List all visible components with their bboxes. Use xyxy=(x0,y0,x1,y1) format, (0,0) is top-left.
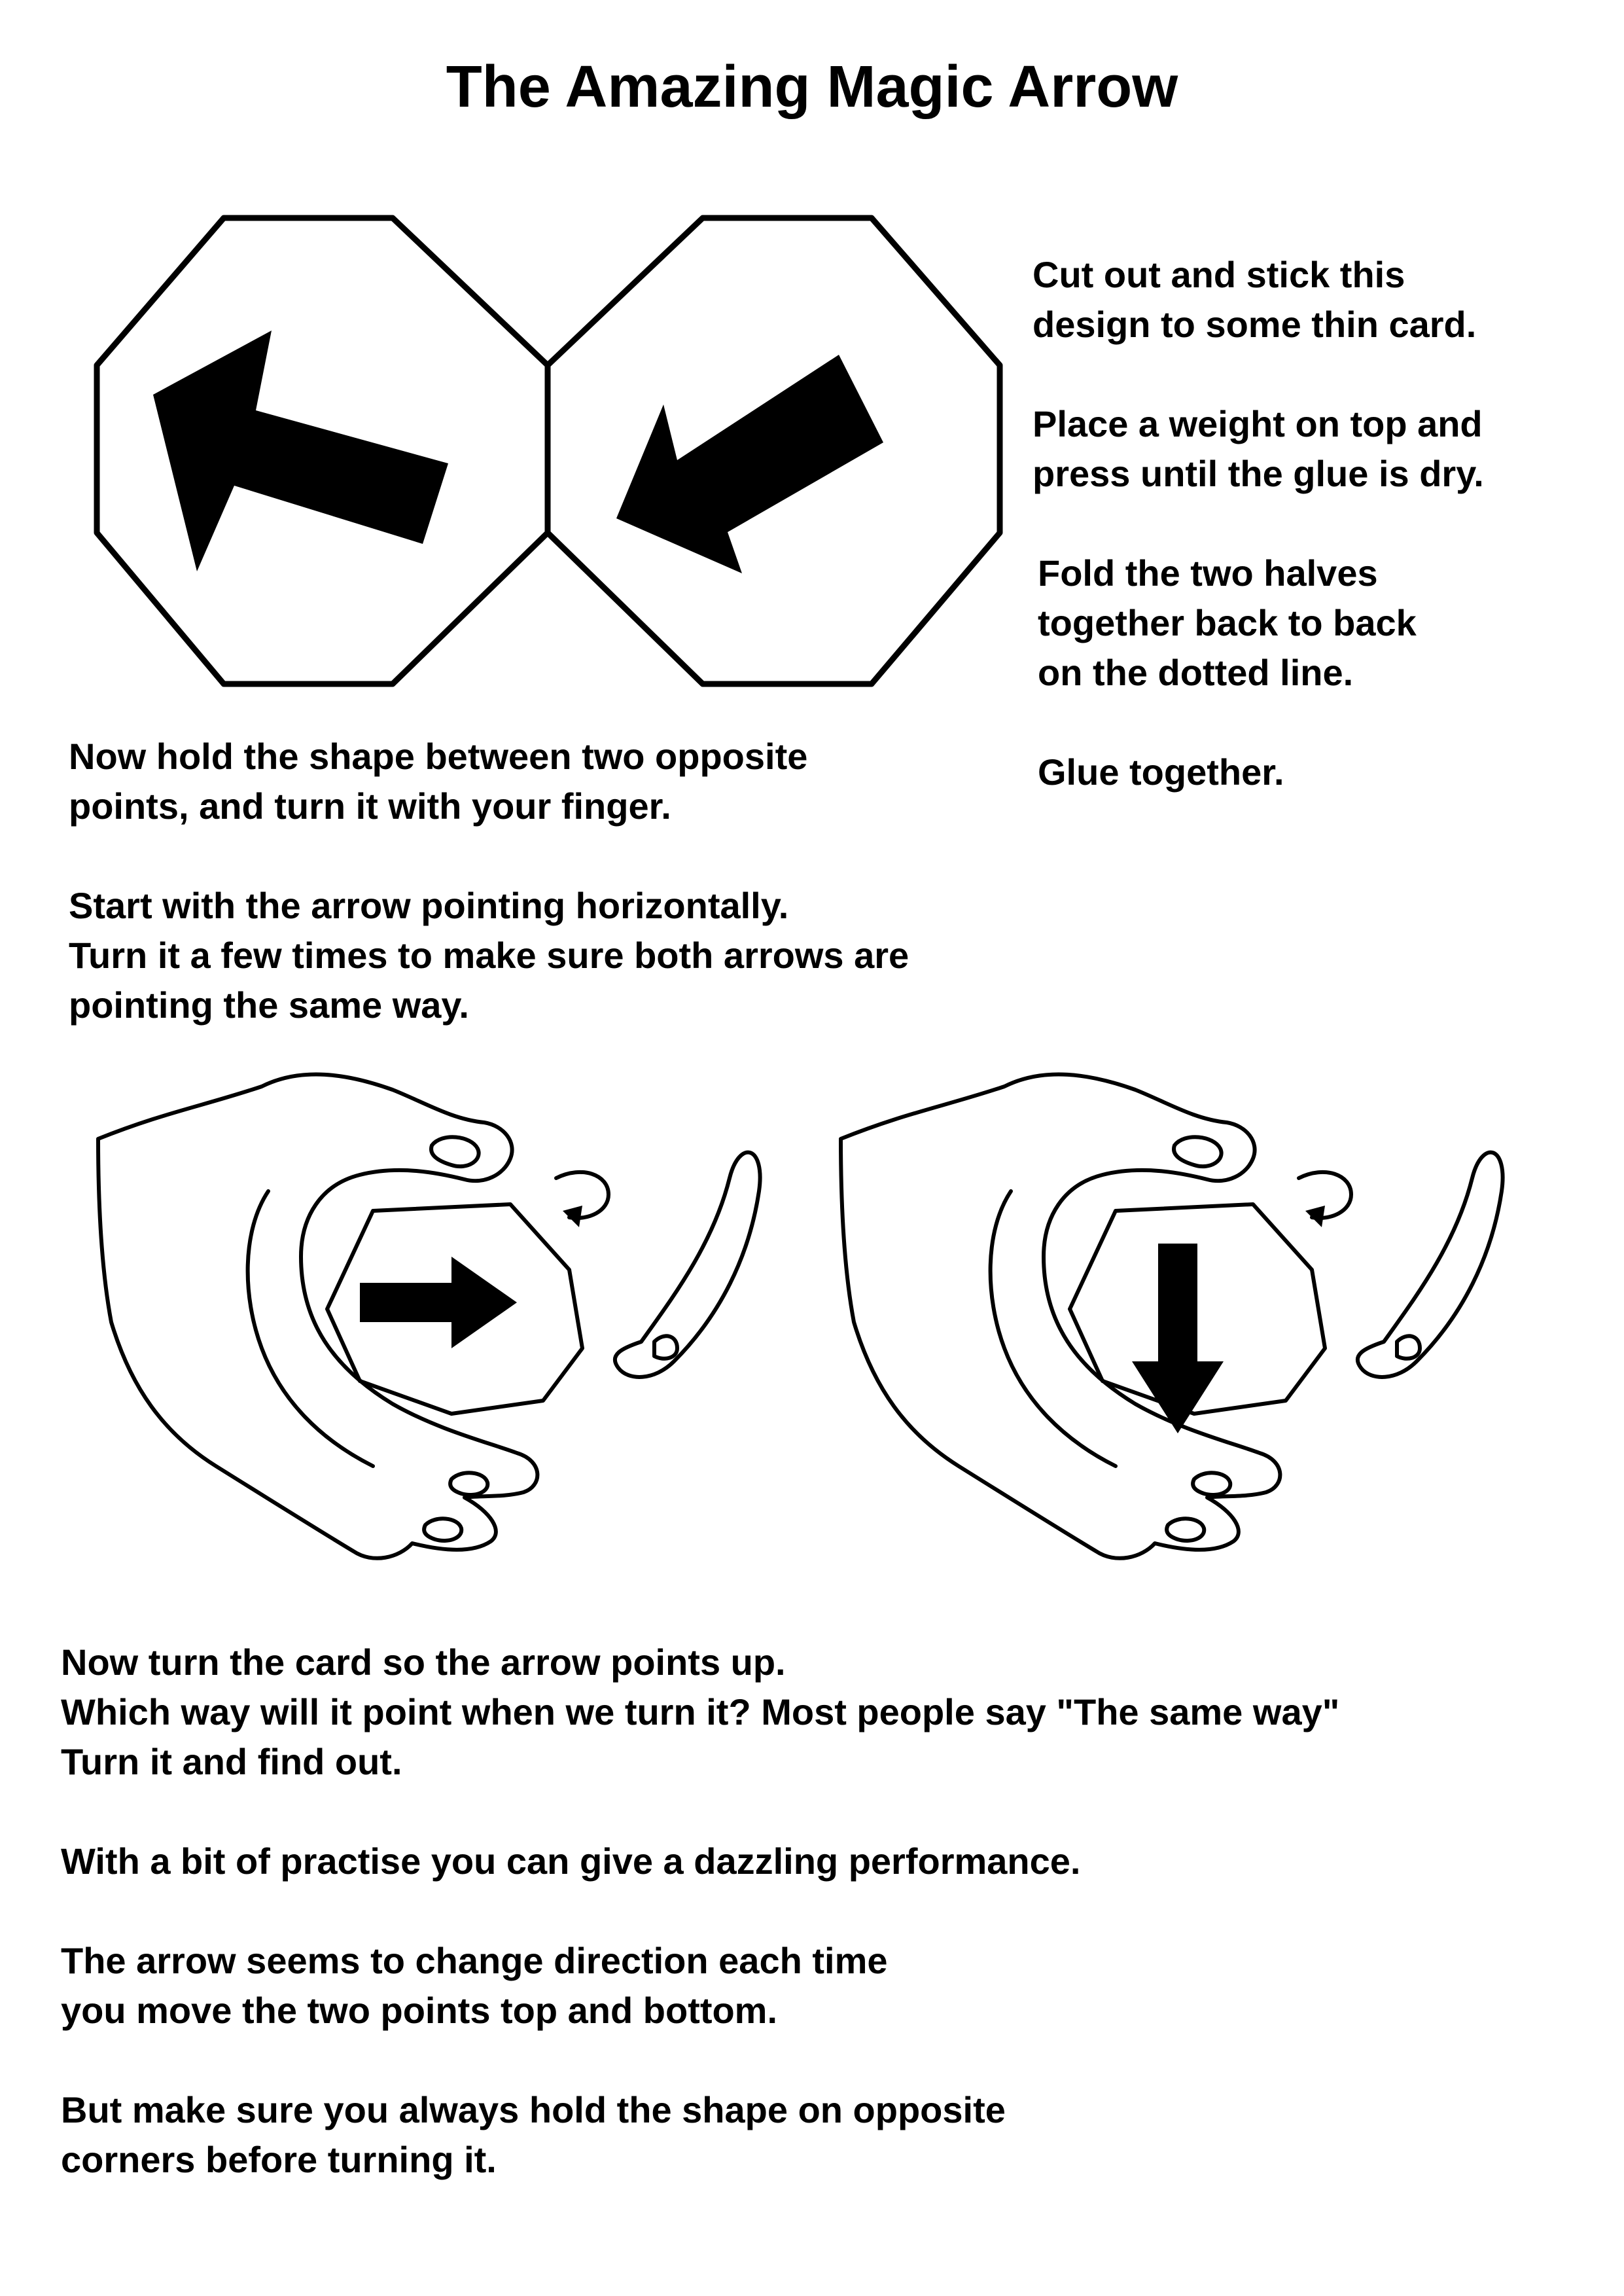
hand-illustration-vertical xyxy=(839,1072,1505,1560)
held-octagon xyxy=(1068,1202,1327,1416)
rotation-arrow xyxy=(554,1170,610,1220)
cutout-design xyxy=(94,215,1003,687)
finger-curl xyxy=(988,1189,1118,1468)
down-arrow-icon xyxy=(1132,1244,1224,1433)
hand-outline xyxy=(96,1072,540,1560)
finger-nail-bottom xyxy=(1191,1471,1233,1497)
instructions-right: Cut out and stick this design to some th… xyxy=(1033,250,1608,797)
pointing-nail xyxy=(652,1334,679,1361)
hold-step: Now hold the shape between two opposite … xyxy=(69,736,808,827)
pointing-finger xyxy=(1355,1150,1505,1379)
turn-step: Now turn the card so the arrow points up… xyxy=(61,1641,1340,1782)
direction-step: The arrow seems to change direction each… xyxy=(61,1940,888,2031)
finger-nail-bottom-2 xyxy=(1165,1516,1207,1543)
held-octagon xyxy=(325,1202,584,1416)
start-step: Start with the arrow pointing horizontal… xyxy=(69,885,909,1026)
finger-curl xyxy=(245,1189,375,1468)
practise-step: With a bit of practise you can give a da… xyxy=(61,1840,1081,1882)
finger-nail-bottom-2 xyxy=(422,1516,464,1543)
hand-outline xyxy=(839,1072,1282,1560)
left-arrow-icon xyxy=(153,331,448,571)
pointing-nail xyxy=(1395,1334,1422,1361)
step-4: Glue together. xyxy=(1038,751,1284,793)
step-2: Place a weight on top and press until th… xyxy=(1033,403,1484,494)
pointing-finger xyxy=(612,1150,762,1379)
step-1: Cut out and stick this design to some th… xyxy=(1033,254,1477,345)
hand-illustration-horizontal xyxy=(96,1072,762,1560)
instructions-bottom: Now turn the card so the arrow points up… xyxy=(61,1638,1566,2185)
thumb-nail-top xyxy=(429,1135,481,1169)
page-title: The Amazing Magic Arrow xyxy=(446,54,1178,120)
horizontal-arrow-icon xyxy=(360,1257,517,1348)
instructions-middle: Now hold the shape between two opposite … xyxy=(69,732,1089,1030)
right-arrow-icon xyxy=(616,355,883,573)
finger-nail-bottom xyxy=(448,1471,490,1497)
rotation-arrow xyxy=(1297,1170,1353,1220)
left-octagon xyxy=(94,215,551,687)
rotate-arrowhead xyxy=(1305,1206,1325,1227)
opposite-corners-step: But make sure you always hold the shape … xyxy=(61,2089,1006,2180)
thumb-nail-top xyxy=(1172,1135,1224,1169)
rotate-arrowhead xyxy=(563,1206,582,1227)
step-3: Fold the two halves together back to bac… xyxy=(1038,552,1417,693)
